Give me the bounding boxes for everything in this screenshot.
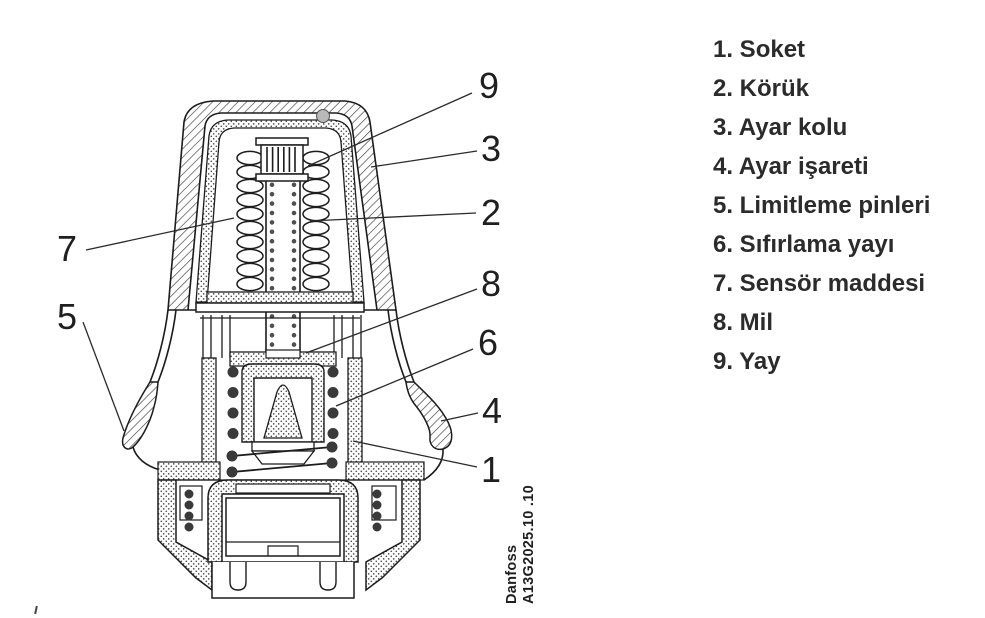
setting-mark-hook (405, 381, 453, 451)
legend-item-sensor-maddesi: 7. Sensör maddesi (713, 270, 926, 297)
mid-walls (201, 315, 363, 479)
top-spring (255, 137, 309, 182)
coupling-nut (157, 479, 421, 599)
legend-item-ayar-kolu: 3. Ayar kolu (713, 114, 848, 141)
watermark-code: A13G2025.10 .10 (520, 485, 537, 604)
skirt (132, 309, 444, 481)
callout-5: 5 (56, 296, 78, 337)
callout-8: 8 (480, 263, 502, 304)
sensor-capsule-liner (195, 119, 365, 303)
reset-spring (226, 366, 339, 478)
callout-4: 4 (481, 390, 503, 431)
parts-legend: 1. Soket 2. Körük 3. Ayar kolu 4. Ayar i… (713, 30, 973, 381)
legend-item-sifirlama-yayi: 6. Sıfırlama yayı (713, 231, 895, 258)
legend-item-yay: 9. Yay (713, 348, 781, 375)
legend-item-soket: 1. Soket (713, 36, 806, 63)
legend-item-mil: 8. Mil (713, 309, 774, 336)
limiting-pin-hook (121, 381, 159, 450)
bellows-corrugation (236, 150, 330, 292)
watermark-brand: Danfoss (504, 544, 520, 604)
callout-6: 6 (477, 322, 499, 363)
vent-hole (316, 109, 330, 123)
leader-lines (82, 92, 479, 468)
callout-1: 1 (480, 449, 502, 490)
callout-7: 7 (56, 228, 78, 269)
base-ring (157, 461, 425, 481)
chamber-floor (195, 291, 365, 319)
legend-item-ayar-isareti: 4. Ayar işareti (713, 153, 869, 180)
legend-item-koruk: 2. Körük (713, 75, 810, 102)
watermark-danfoss: Danfoss A13G2025.10 .10 (504, 454, 537, 604)
stem-mil (265, 147, 301, 361)
callout-3: 3 (480, 128, 502, 169)
cap-wall (167, 100, 397, 311)
callout-9: 9 (478, 65, 500, 106)
legend-item-limitleme-pinleri: 5. Limitleme pinleri (713, 192, 931, 219)
socket-cup (229, 349, 337, 465)
callout-2: 2 (480, 192, 502, 233)
